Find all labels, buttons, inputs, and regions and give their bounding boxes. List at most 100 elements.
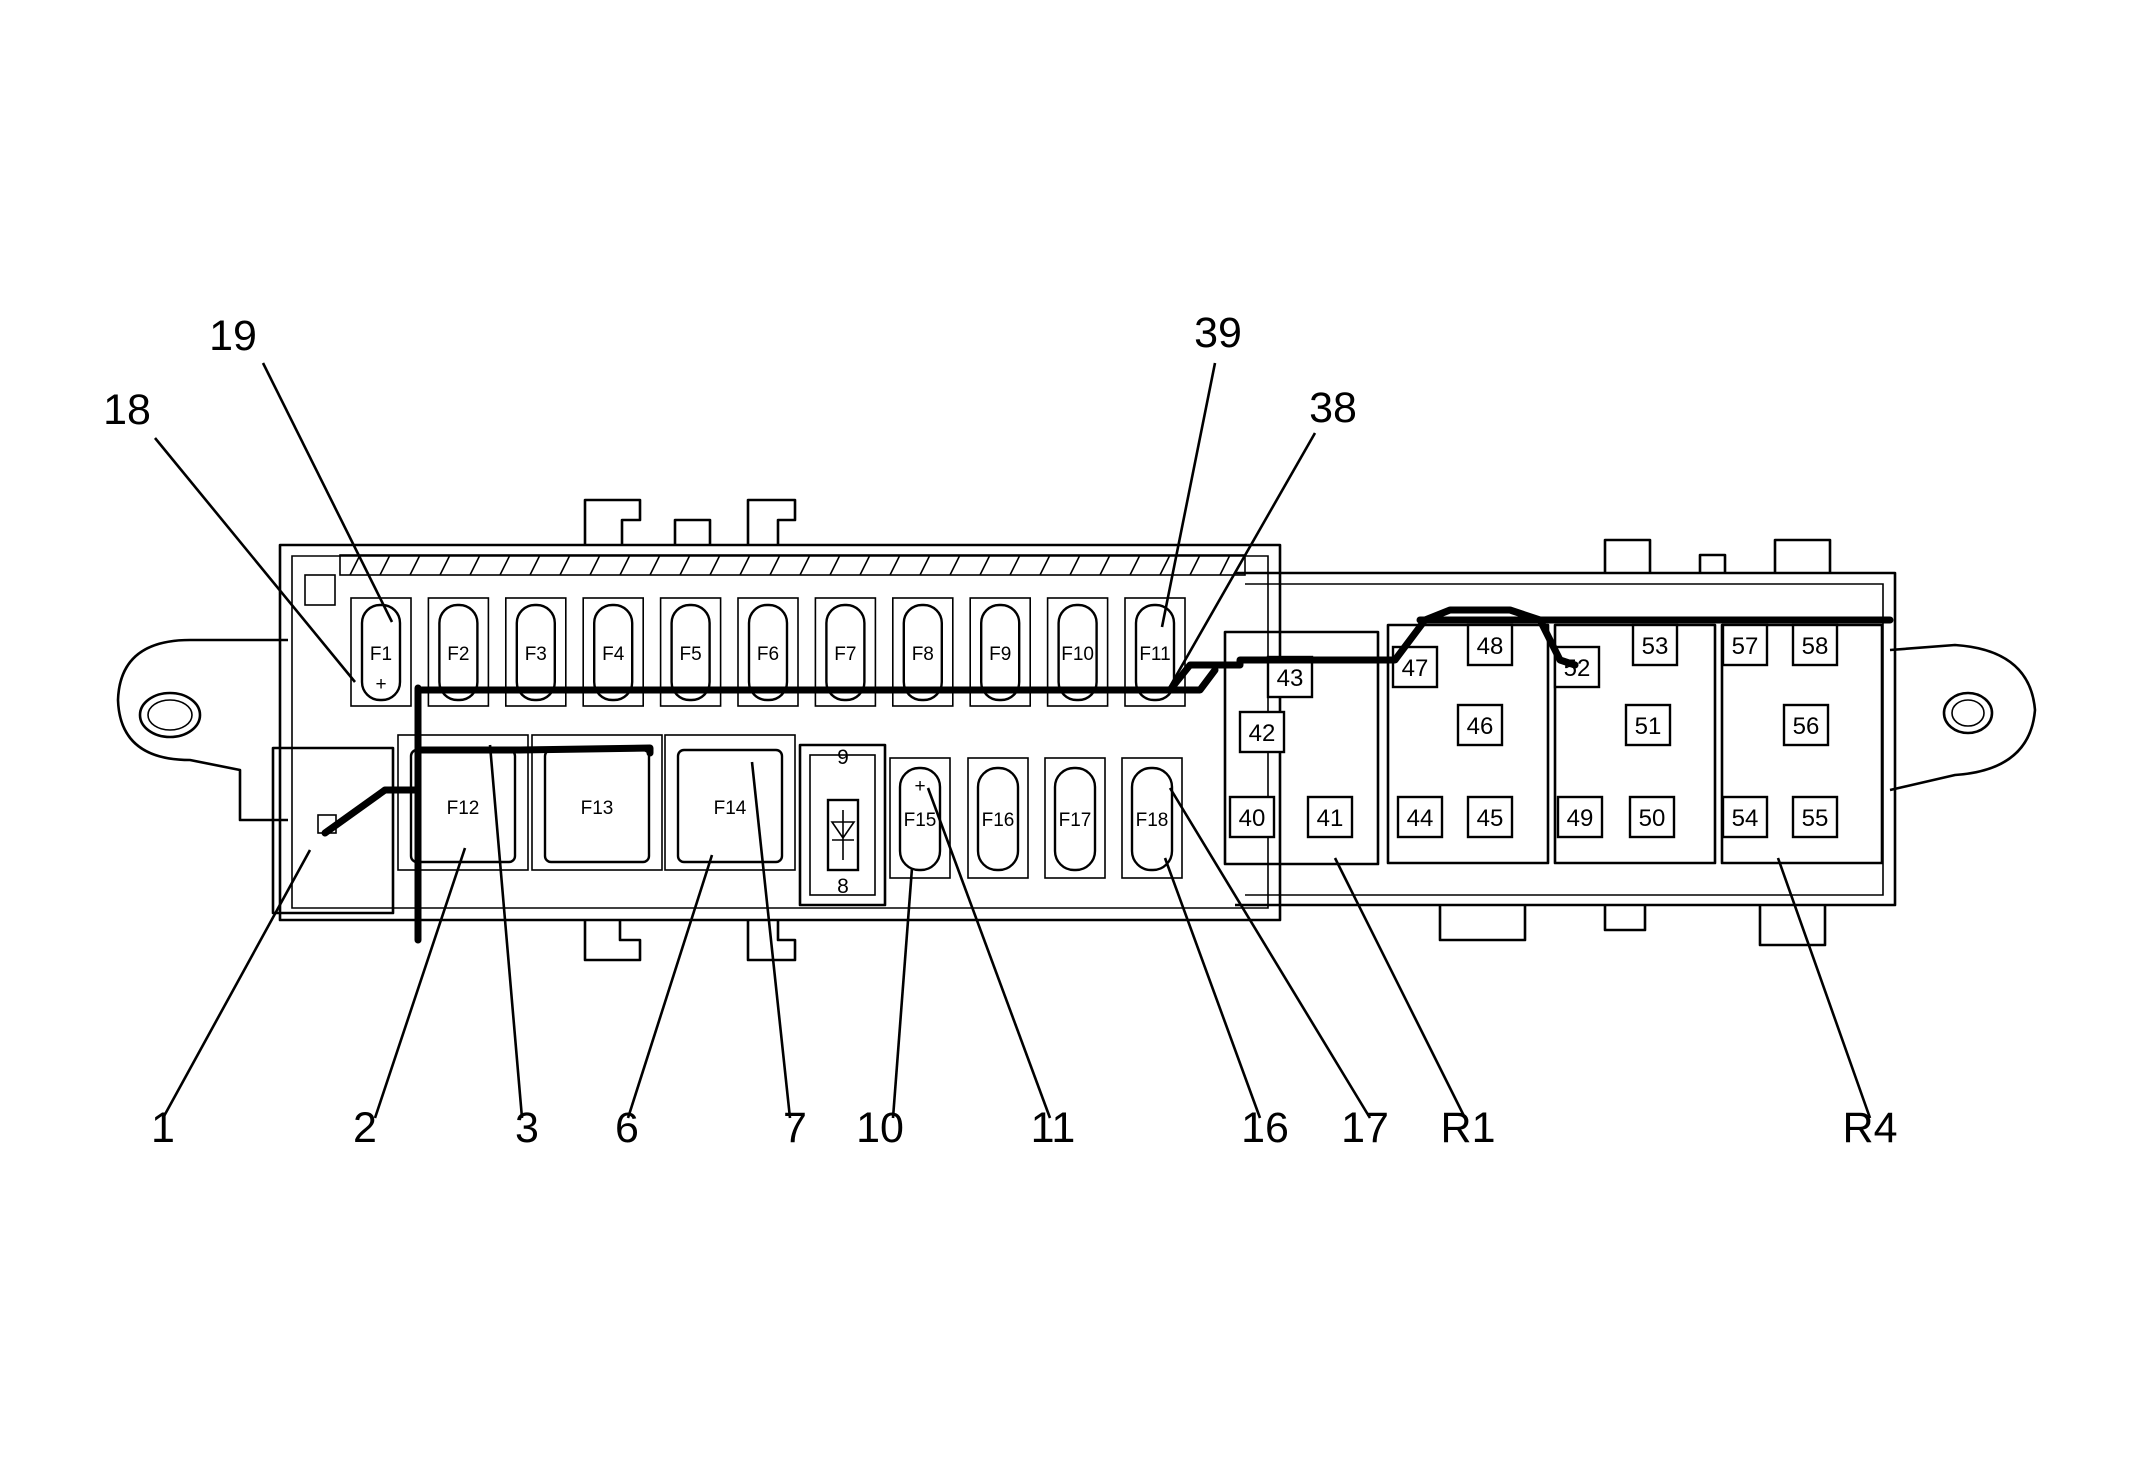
fuse-label-F7: F7 bbox=[834, 644, 856, 665]
terminal-label-45: 45 bbox=[1477, 805, 1504, 832]
terminal-54: 54 bbox=[1721, 795, 1769, 839]
terminal-49: 49 bbox=[1556, 795, 1604, 839]
callout-10: 10 bbox=[856, 1104, 904, 1152]
callout-19: 19 bbox=[209, 312, 257, 360]
terminal-42: 42 bbox=[1238, 710, 1286, 754]
fuse-label-F16: F16 bbox=[982, 810, 1015, 831]
terminal-46: 46 bbox=[1456, 703, 1504, 747]
right-mount-hole bbox=[1942, 691, 1994, 735]
terminal-label-51: 51 bbox=[1635, 713, 1662, 740]
terminal-57: 57 bbox=[1721, 623, 1769, 667]
terminal-label-55: 55 bbox=[1802, 805, 1829, 832]
fuse-label-F10: F10 bbox=[1061, 644, 1094, 665]
diode-pin-9: 9 bbox=[837, 746, 849, 769]
fuse-F5: F5 bbox=[659, 597, 722, 707]
terminal-53: 53 bbox=[1631, 623, 1679, 667]
terminal-58: 58 bbox=[1791, 623, 1839, 667]
terminal-label-47: 47 bbox=[1402, 655, 1429, 682]
terminal-label-53: 53 bbox=[1642, 633, 1669, 660]
left-mount-ear bbox=[116, 638, 288, 822]
callout-16: 16 bbox=[1241, 1104, 1289, 1152]
fuse-F6: F6 bbox=[737, 597, 799, 707]
fuse-label-F13: F13 bbox=[581, 798, 614, 819]
callout-R4: R4 bbox=[1843, 1104, 1898, 1152]
fuse-F1: F1 bbox=[350, 597, 412, 707]
callout-labels: 1 2 3 6 7 10 11 16 17 R1 R4 18 19 38 39 bbox=[103, 309, 1897, 1152]
terminal-label-44: 44 bbox=[1407, 805, 1434, 832]
fuse-F18: F18 bbox=[1121, 757, 1183, 879]
fuse-F2: F2 bbox=[427, 597, 490, 707]
fuse-F13: F13 bbox=[531, 734, 663, 871]
fuse-F12: F12 bbox=[397, 734, 529, 871]
fuse-F16: F16 bbox=[967, 757, 1029, 879]
callout-7: 7 bbox=[783, 1104, 807, 1152]
callout-3: 3 bbox=[515, 1104, 539, 1152]
terminal-label-40: 40 bbox=[1239, 805, 1266, 832]
fuse-F4: F4 bbox=[582, 597, 645, 707]
callout-2: 2 bbox=[353, 1104, 377, 1152]
terminal-label-46: 46 bbox=[1467, 713, 1494, 740]
fuse-label-F2: F2 bbox=[447, 644, 469, 665]
right-mount-ear bbox=[1889, 643, 2037, 792]
left-mount-hole bbox=[138, 691, 202, 739]
callout-38: 38 bbox=[1309, 384, 1357, 432]
plus-sign-f15: + bbox=[914, 776, 925, 797]
callout-17: 17 bbox=[1341, 1104, 1389, 1152]
terminal-label-54: 54 bbox=[1732, 805, 1759, 832]
callout-1: 1 bbox=[151, 1104, 175, 1152]
terminal-label-48: 48 bbox=[1477, 633, 1504, 660]
fuse-label-F17: F17 bbox=[1059, 810, 1092, 831]
terminal-44: 44 bbox=[1396, 795, 1444, 839]
fuse-label-F14: F14 bbox=[714, 798, 747, 819]
terminal-label-50: 50 bbox=[1639, 805, 1666, 832]
callout-6: 6 bbox=[615, 1104, 639, 1152]
relay-R1 bbox=[1223, 630, 1380, 866]
fuse-F7: F7 bbox=[814, 597, 877, 707]
terminal-label-41: 41 bbox=[1317, 805, 1344, 832]
diode-icon bbox=[830, 810, 856, 860]
fuse-label-F3: F3 bbox=[525, 644, 547, 665]
fuse-F3: F3 bbox=[504, 597, 567, 707]
callout-11: 11 bbox=[1031, 1104, 1076, 1152]
terminal-48: 48 bbox=[1466, 623, 1514, 667]
fuse-F17: F17 bbox=[1044, 757, 1106, 879]
fuse-label-F18: F18 bbox=[1136, 810, 1169, 831]
leader-lines bbox=[153, 362, 1872, 1119]
terminal-40: 40 bbox=[1228, 795, 1276, 839]
diode-block: 9 8 bbox=[798, 743, 887, 907]
terminal-51: 51 bbox=[1624, 703, 1672, 747]
terminal-label-57: 57 bbox=[1732, 633, 1759, 660]
fuse-label-F6: F6 bbox=[757, 644, 779, 665]
callout-18: 18 bbox=[103, 386, 151, 434]
terminal-label-56: 56 bbox=[1793, 713, 1820, 740]
top-fuse-row: F1 F2 F3 F4 F5 F6 F7 F8 F9 F10 F11 bbox=[350, 597, 1186, 707]
fuse-label-F1: F1 bbox=[370, 644, 392, 665]
large-fuse-row: F12 F13 F14 bbox=[397, 734, 796, 871]
fuse-F8: F8 bbox=[891, 597, 954, 707]
fuse-label-F11: F11 bbox=[1139, 644, 1170, 665]
callout-R1: R1 bbox=[1441, 1104, 1496, 1152]
fuse-F9: F9 bbox=[969, 597, 1032, 707]
fuse-label-F8: F8 bbox=[912, 644, 934, 665]
terminal-41: 41 bbox=[1306, 795, 1354, 839]
terminal-label-42: 42 bbox=[1249, 720, 1276, 747]
wiring bbox=[321, 606, 1894, 944]
terminal-45: 45 bbox=[1466, 795, 1514, 839]
plus-sign-f1: + bbox=[375, 674, 386, 695]
fuse-label-F4: F4 bbox=[602, 644, 625, 665]
left-connector bbox=[271, 746, 395, 915]
terminal-label-43: 43 bbox=[1277, 665, 1304, 692]
terminal-56: 56 bbox=[1782, 703, 1830, 747]
fuse-F10: F10 bbox=[1046, 597, 1109, 707]
terminal-label-58: 58 bbox=[1802, 633, 1829, 660]
callout-39: 39 bbox=[1194, 309, 1242, 357]
terminal-label-49: 49 bbox=[1567, 805, 1594, 832]
terminal-43: 43 bbox=[1266, 655, 1314, 699]
fuse-label-F9: F9 bbox=[989, 644, 1011, 665]
fuse-F14: F14 bbox=[664, 734, 796, 871]
terminal-50: 50 bbox=[1628, 795, 1676, 839]
diode-pin-8: 8 bbox=[837, 875, 849, 898]
